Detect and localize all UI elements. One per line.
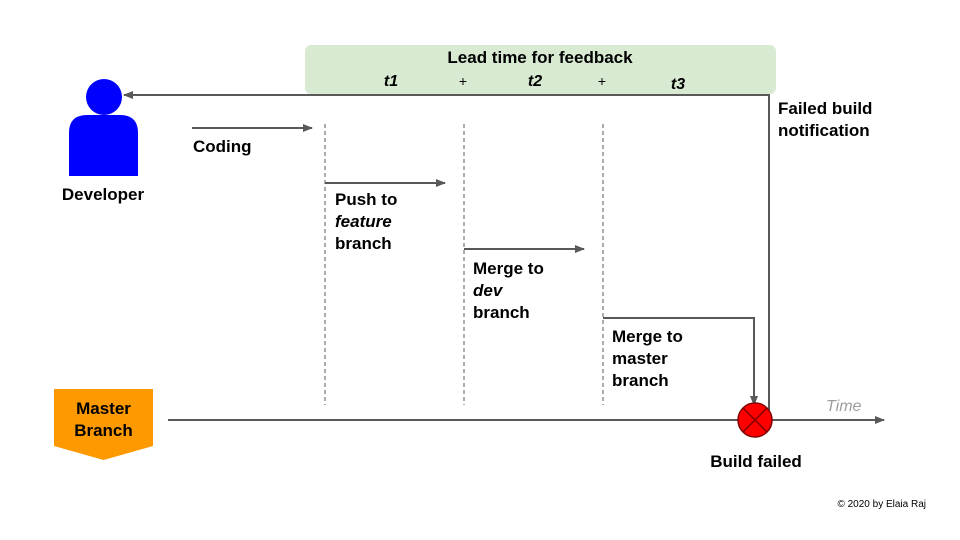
time-axis-label: Time (826, 398, 862, 415)
plus-sign-1: + (459, 73, 467, 89)
merge-dev-line2: dev (473, 281, 504, 300)
developer-icon (69, 79, 138, 176)
developer-label: Developer (62, 185, 145, 204)
push-line2: feature (335, 212, 392, 231)
feedback-arrow (123, 91, 770, 410)
merge-dev-line1: Merge to (473, 259, 544, 278)
build-failed-cross-b (742, 407, 768, 433)
merge-master-line2: master (612, 349, 668, 368)
lead-time-banner: Lead time for feedback t1 + t2 + t3 (305, 45, 776, 94)
label-t2: t2 (528, 73, 542, 90)
master-branch-line2: Branch (74, 421, 133, 440)
build-failed-label: Build failed (710, 452, 802, 471)
merge-dev-line3: branch (473, 303, 530, 322)
label-t1: t1 (384, 73, 398, 90)
plus-sign-2: + (598, 73, 606, 89)
notification-line1: Failed build (778, 99, 872, 118)
copyright-text: © 2020 by Elaia Raj (837, 499, 926, 510)
notification-line2: notification (778, 121, 870, 140)
developer-body (69, 115, 138, 176)
push-line1: Push to (335, 190, 397, 209)
developer-head (86, 79, 122, 115)
merge-master-line3: branch (612, 371, 669, 390)
merge-master-arrow (603, 317, 758, 406)
build-failed-icon (737, 402, 773, 438)
push-line3: branch (335, 234, 392, 253)
banner-background (305, 45, 776, 94)
master-branch-badge: Master Branch (54, 389, 153, 460)
merge-master-line1: Merge to (612, 327, 683, 346)
label-t3: t3 (671, 76, 685, 93)
master-branch-shape (54, 389, 153, 460)
coding-label: Coding (193, 137, 252, 156)
banner-title: Lead time for feedback (447, 48, 633, 67)
master-branch-line1: Master (76, 399, 131, 418)
